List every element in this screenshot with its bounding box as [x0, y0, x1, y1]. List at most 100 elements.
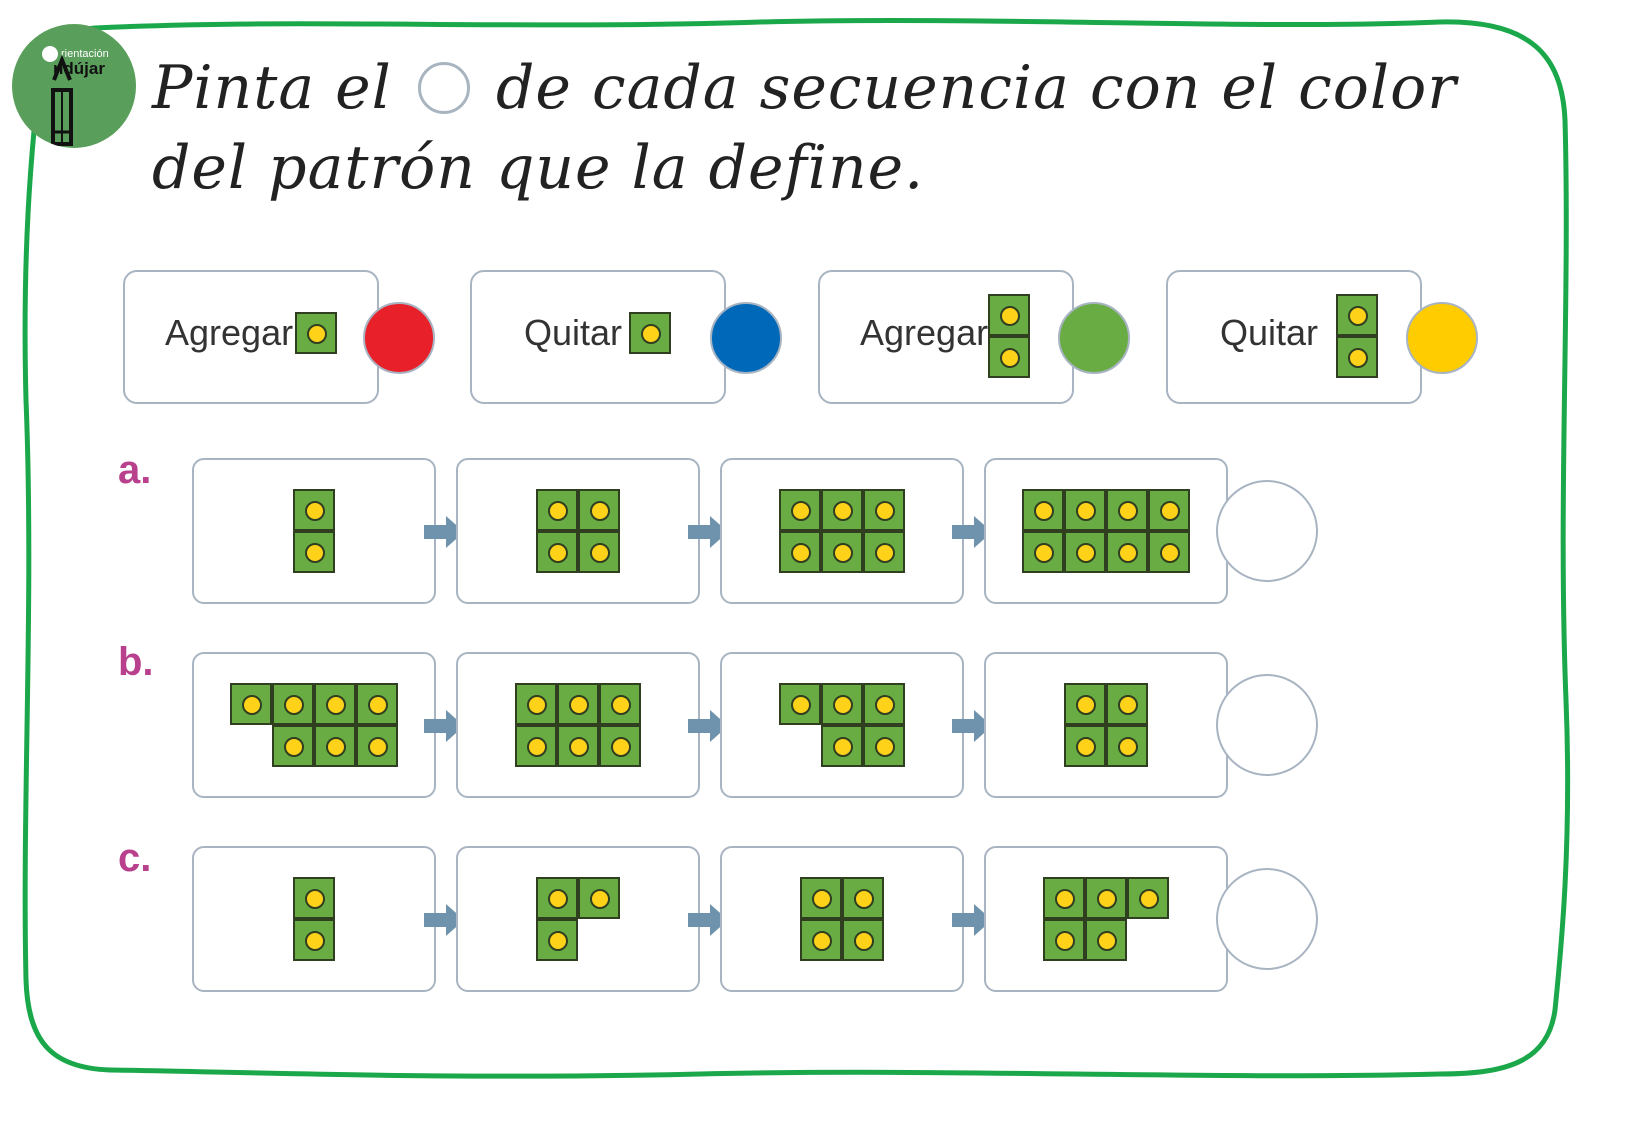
- tile-block: [821, 489, 863, 531]
- tile-block: [536, 877, 578, 919]
- tile-block: [1043, 877, 1085, 919]
- tile-block: [988, 336, 1030, 378]
- tile-block: [1064, 489, 1106, 531]
- answer-circle[interactable]: [1216, 674, 1318, 776]
- sequence-step-card: [984, 846, 1228, 992]
- tile-block: [1127, 877, 1169, 919]
- tile-block: [1064, 683, 1106, 725]
- sequence-step-card: [192, 652, 436, 798]
- tile-block: [293, 489, 335, 531]
- tile-block: [629, 312, 671, 354]
- tile-block: [578, 877, 620, 919]
- color-swatch-blue[interactable]: [710, 302, 782, 374]
- tile-block: [1106, 489, 1148, 531]
- arrow-right-icon: [424, 710, 464, 742]
- legend-card-yellow: Quitar: [1166, 270, 1478, 404]
- tile-block: [800, 919, 842, 961]
- sequence-step-card: [456, 846, 700, 992]
- tile-block: [314, 683, 356, 725]
- arrow-right-icon: [688, 516, 728, 548]
- sequence-step-card: [720, 652, 964, 798]
- instruction-part1: Pinta el: [152, 53, 392, 123]
- tile-block: [1085, 919, 1127, 961]
- tile-block: [821, 531, 863, 573]
- legend-label: Agregar: [860, 312, 989, 353]
- sequence-step-card: [456, 652, 700, 798]
- sequence-step-card: [720, 458, 964, 604]
- tile-block: [599, 725, 641, 767]
- tile-block: [515, 725, 557, 767]
- color-swatch-red[interactable]: [363, 302, 435, 374]
- tile-block: [293, 919, 335, 961]
- tile-block: [557, 683, 599, 725]
- arrow-right-icon: [424, 904, 464, 936]
- arrow-right-icon: [952, 904, 992, 936]
- arrow-right-icon: [688, 710, 728, 742]
- legend-label: Agregar: [165, 312, 294, 353]
- tile-block: [515, 683, 557, 725]
- tile-block: [1022, 489, 1064, 531]
- tile-block: [578, 489, 620, 531]
- tile-block: [863, 725, 905, 767]
- arrow-right-icon: [688, 904, 728, 936]
- tile-block: [295, 312, 337, 354]
- tile-block: [863, 531, 905, 573]
- tile-block: [536, 489, 578, 531]
- logo-dot: [42, 46, 58, 62]
- row-label: b.: [118, 640, 154, 684]
- tile-block: [842, 919, 884, 961]
- sequence-step-card: [192, 846, 436, 992]
- tile-block: [1106, 683, 1148, 725]
- tile-block: [1064, 531, 1106, 573]
- logo-small-text: rientación: [61, 48, 109, 60]
- tile-block: [1148, 531, 1190, 573]
- arrow-right-icon: [424, 516, 464, 548]
- legend-label: Quitar: [1220, 312, 1319, 353]
- tile-block: [536, 919, 578, 961]
- tile-block: [293, 531, 335, 573]
- pencil-icon: [51, 54, 73, 146]
- row-label: c.: [118, 836, 152, 880]
- tile-block: [272, 683, 314, 725]
- logo: rientación ndújar: [12, 24, 136, 148]
- legend-card-blue: Quitar: [470, 270, 782, 404]
- tile-block: [863, 489, 905, 531]
- tile-block: [230, 683, 272, 725]
- tile-block: [1336, 336, 1378, 378]
- sequence-step-card: [984, 652, 1228, 798]
- tile-block: [1043, 919, 1085, 961]
- tile-block: [557, 725, 599, 767]
- arrow-right-icon: [952, 710, 992, 742]
- tile-block: [988, 294, 1030, 336]
- instruction-title: Pinta el de cada secuencia con el color …: [152, 48, 1532, 208]
- sequence-step-card: [456, 458, 700, 604]
- tile-block: [821, 683, 863, 725]
- tile-block: [1148, 489, 1190, 531]
- answer-circle[interactable]: [1216, 480, 1318, 582]
- legend-card-green: Agregar: [818, 270, 1130, 404]
- tile-block: [779, 683, 821, 725]
- tile-block: [842, 877, 884, 919]
- legend-card-red: Agregar: [123, 270, 435, 404]
- tile-block: [1022, 531, 1064, 573]
- tile-block: [578, 531, 620, 573]
- tile-block: [1336, 294, 1378, 336]
- answer-circle[interactable]: [1216, 868, 1318, 970]
- tile-block: [314, 725, 356, 767]
- tile-block: [1106, 725, 1148, 767]
- sequence-step-card: [720, 846, 964, 992]
- wavy-border: [22, 17, 1571, 1079]
- color-swatch-green[interactable]: [1058, 302, 1130, 374]
- row-label: a.: [118, 448, 152, 492]
- tile-block: [1085, 877, 1127, 919]
- tile-block: [272, 725, 314, 767]
- tile-block: [800, 877, 842, 919]
- color-swatch-yellow[interactable]: [1406, 302, 1478, 374]
- tile-block: [536, 531, 578, 573]
- tile-block: [821, 725, 863, 767]
- tile-block: [863, 683, 905, 725]
- tile-block: [779, 531, 821, 573]
- legend-label: Quitar: [524, 312, 623, 353]
- tile-block: [1106, 531, 1148, 573]
